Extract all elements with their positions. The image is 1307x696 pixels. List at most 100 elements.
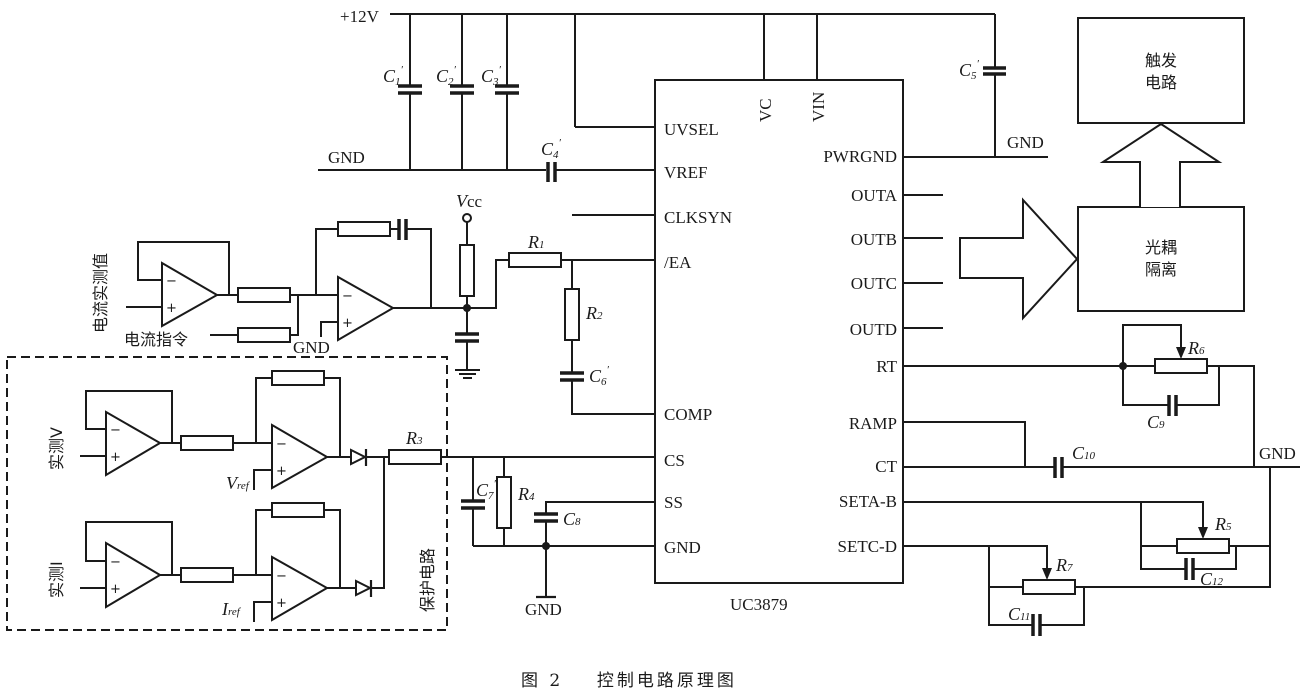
svg-text:+: + (166, 301, 177, 316)
r1-input-wire (467, 259, 509, 309)
trigger-circuit-block[interactable] (1077, 17, 1245, 124)
resistor-r4 (496, 457, 512, 546)
capacitor-c8 (534, 501, 655, 546)
capacitor-c7 (461, 457, 485, 546)
label-r6: R6 (1187, 338, 1205, 358)
ramp-wire (903, 421, 1026, 467)
opamp-comparator-i: − + (253, 502, 356, 622)
pin-outa: OUTA (851, 186, 898, 205)
label-c3: C3′ (481, 64, 502, 88)
label-current-command: 电流指令 (124, 330, 188, 349)
arrow-up-to-trigger (1099, 122, 1223, 207)
label-protection-circuit: 保护电路 (418, 548, 437, 612)
capacitor-c3 (495, 14, 519, 170)
svg-text:−: − (110, 423, 121, 438)
svg-text:+: + (276, 464, 287, 479)
svg-text:−: − (342, 289, 353, 304)
capacitor-c9 (1122, 366, 1220, 416)
pin-uvsel: UVSEL (664, 120, 719, 139)
label-r1: R1 (527, 232, 545, 252)
diode-or-wire (371, 457, 385, 589)
pin-clksyn: CLKSYN (664, 208, 732, 227)
diode-i (355, 579, 373, 597)
opamp-buffer-current: − + (126, 241, 238, 328)
opamp-buffer-i: − + (80, 521, 181, 609)
label-c4: C4′ (541, 137, 562, 161)
pin-pwrgnd: PWRGND (823, 147, 897, 166)
optocoupler-label-2: 隔离 (1145, 260, 1177, 279)
gnd-label-bottom: GND (525, 600, 562, 619)
pin-outb: OUTB (851, 230, 897, 249)
trigger-label-2: 电路 (1145, 73, 1177, 92)
label-c11: C11 (1008, 604, 1030, 624)
pin-ct: CT (875, 457, 897, 476)
label-r3: R3 (405, 428, 423, 448)
label-r5: R5 (1214, 514, 1232, 534)
uc3879-chip (654, 79, 904, 584)
label-r2: R2 (585, 303, 603, 323)
chip-name-label: UC3879 (730, 595, 788, 614)
label-c8: C8 (563, 509, 581, 529)
opamp-buffer-v: − + (80, 390, 181, 477)
summing-node-wire (290, 294, 338, 336)
label-c1: C1′ (383, 64, 404, 88)
label-c2: C2′ (436, 64, 457, 88)
label-r4: R4 (517, 484, 535, 504)
resistor-v-input (180, 435, 234, 451)
resistor-i-input (180, 567, 234, 583)
capacitor-c4 (546, 162, 557, 182)
label-current-measured: 电流实测值 (91, 253, 110, 333)
pin-comp: COMP (664, 405, 712, 424)
opamp-comparator-v: − + (253, 370, 351, 490)
plus12v-label: +12V (340, 7, 380, 26)
capacitor-c2 (450, 14, 474, 170)
capacitor-c1 (398, 14, 422, 170)
gnd-label-right: GND (1259, 444, 1296, 463)
figure-caption: 图 2 控制电路原理图 (521, 671, 737, 691)
label-c12: C12 (1200, 569, 1224, 589)
resistor-input-1 (237, 287, 291, 303)
resistor-input-2 (237, 327, 291, 343)
protection-circuit-boundary (6, 356, 448, 631)
label-c7: C7′ (476, 478, 497, 502)
svg-text:−: − (276, 569, 287, 584)
optocoupler-label-1: 光耦 (1145, 238, 1177, 257)
gnd-node-bottom (473, 542, 655, 599)
plus12v-rail (390, 13, 996, 157)
svg-text:+: + (110, 582, 121, 597)
svg-text:+: + (276, 596, 287, 611)
svg-text:−: − (166, 274, 177, 289)
label-vcc: Vcc (456, 191, 483, 211)
potentiometer-r6 (1122, 324, 1255, 467)
optocoupler-block[interactable] (1077, 206, 1245, 312)
svg-text:+: + (110, 450, 121, 465)
gnd-label-opamp: GND (293, 338, 330, 357)
diode-v (350, 448, 368, 466)
pin-gnd: GND (664, 538, 701, 557)
capacitor-c6 (560, 371, 584, 382)
label-r7: R7 (1055, 555, 1073, 575)
pin-vc: VC (756, 98, 775, 122)
comp-wire (571, 381, 655, 415)
capacitor-c5 (983, 66, 1006, 76)
resistor-r3 (388, 449, 442, 465)
pin-setc-d: SETC-D (838, 537, 898, 556)
svg-text:−: − (110, 555, 121, 570)
gnd-label-top-left: GND (328, 148, 365, 167)
potentiometer-r7 (903, 545, 1270, 595)
label-measured-v: 实测V (47, 427, 66, 470)
chip-right-pins: PWRGND OUTA OUTB OUTC OUTD RT RAMP CT SE… (823, 147, 897, 556)
pin-seta-b: SETA-B (839, 492, 897, 511)
vcc-pullup (455, 213, 480, 379)
label-c6: C6′ (589, 364, 610, 388)
trigger-label-1: 触发 (1145, 51, 1177, 70)
pin-vin: VIN (809, 92, 828, 122)
pin-outc: OUTC (851, 274, 897, 293)
label-c9: C9 (1147, 412, 1165, 432)
pin-rt: RT (876, 357, 897, 376)
label-measured-i: 实测I (47, 561, 66, 598)
pin-ea: /EA (664, 253, 692, 272)
pin-ss: SS (664, 493, 683, 512)
svg-text:−: − (276, 437, 287, 452)
